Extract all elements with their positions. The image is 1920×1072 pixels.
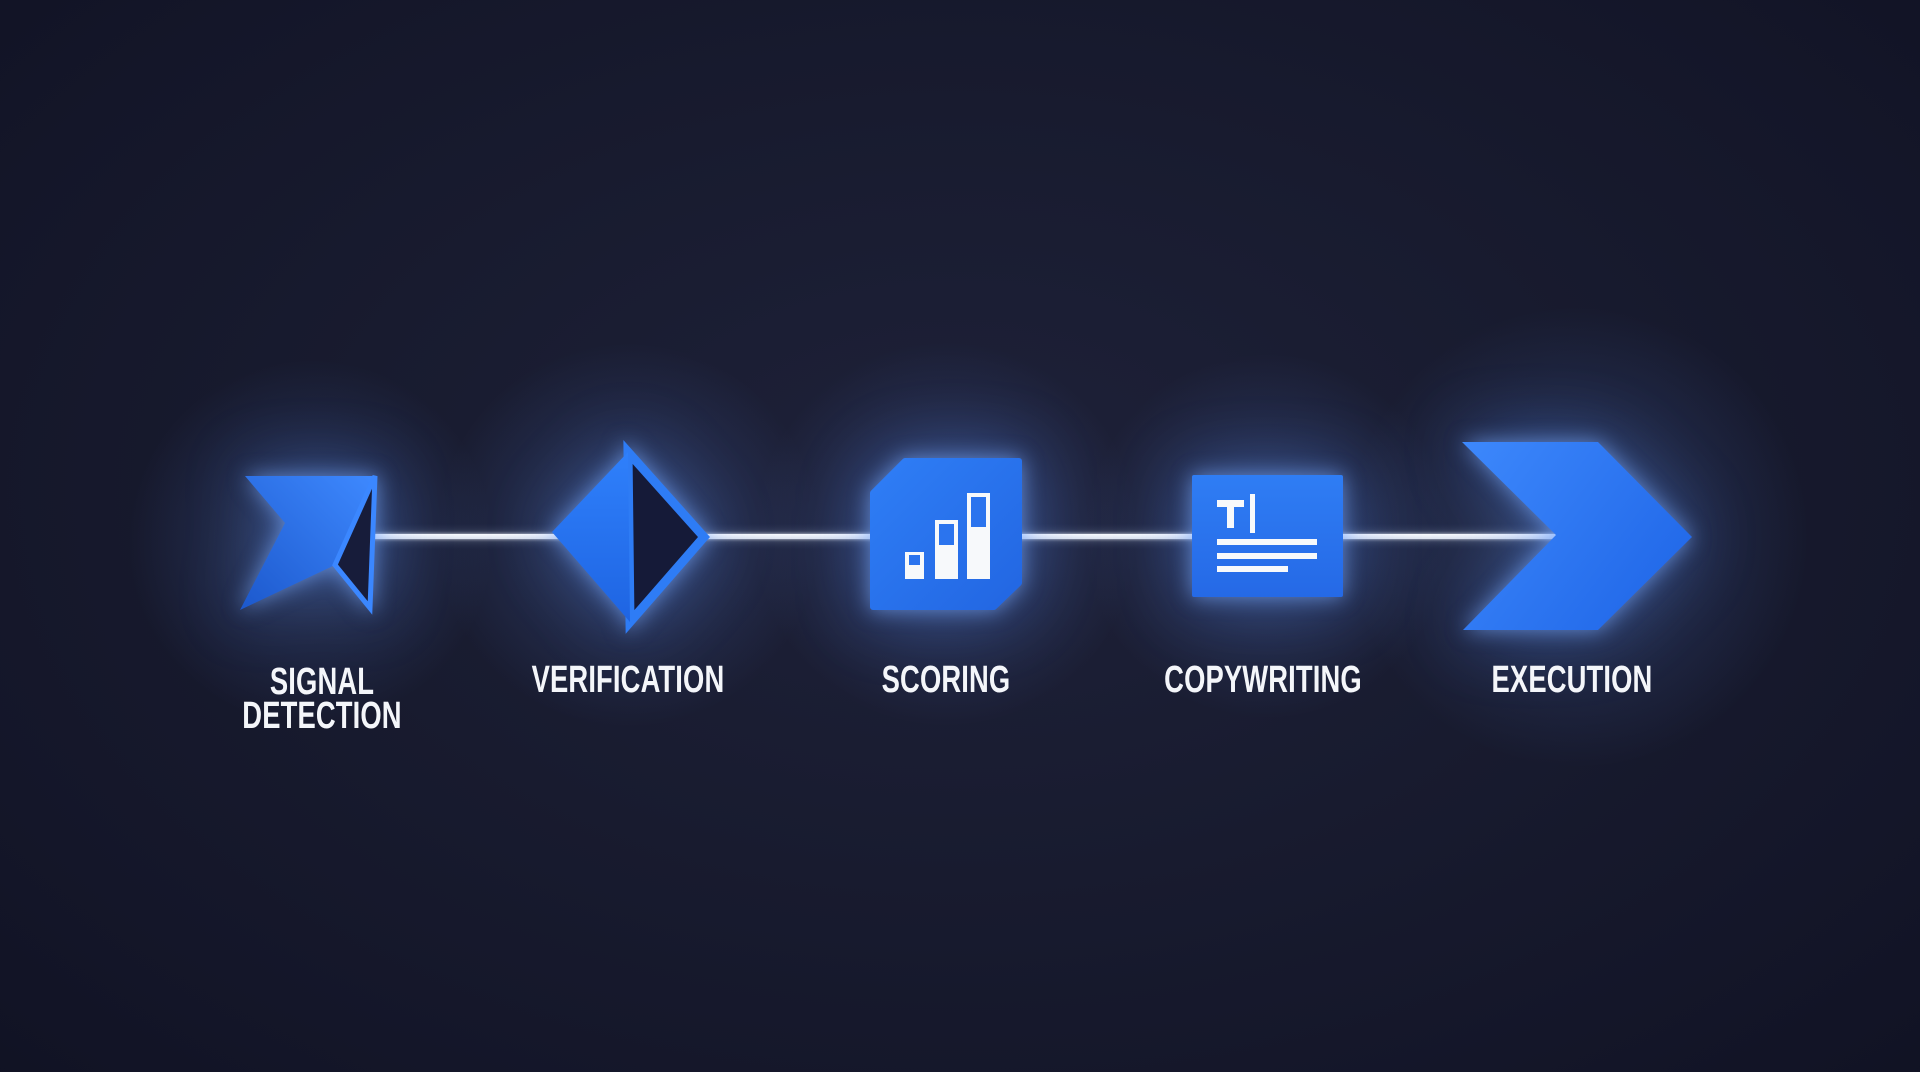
connector-line bbox=[372, 534, 1558, 539]
text-line-3 bbox=[1217, 566, 1288, 572]
plane-outlined-wing bbox=[332, 474, 378, 615]
stage-label: COPYWRITING bbox=[1164, 659, 1362, 701]
stage-label: VERIFICATION bbox=[531, 659, 725, 701]
text-lines bbox=[1217, 539, 1317, 572]
text-line-2 bbox=[1217, 553, 1317, 559]
stage-label: SIGNAL DETECTION bbox=[242, 661, 402, 737]
bar-1 bbox=[905, 552, 924, 579]
plane-body bbox=[240, 476, 375, 610]
glow-halo bbox=[121, 352, 501, 732]
text-cursor bbox=[1250, 494, 1255, 533]
bar-1-window bbox=[909, 555, 920, 565]
letter-T-and-cursor bbox=[1217, 494, 1255, 533]
t-bar bbox=[1217, 500, 1244, 507]
stage-label: SCORING bbox=[881, 659, 1011, 701]
paper-plane-icon bbox=[240, 474, 378, 615]
text-line-1 bbox=[1217, 539, 1317, 545]
stage-label: EXECUTION bbox=[1491, 659, 1653, 701]
bar-2 bbox=[935, 520, 958, 579]
bar-3-window bbox=[971, 497, 986, 527]
t-stem bbox=[1227, 500, 1234, 528]
